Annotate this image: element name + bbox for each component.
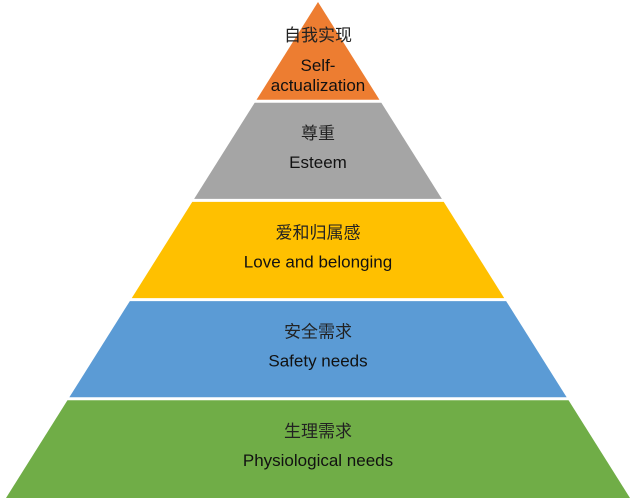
level-label-english: Safety needs — [268, 352, 367, 371]
level-label-english: Self- — [301, 56, 336, 75]
pyramid-layer-shape — [256, 2, 380, 100]
pyramid-level-physiological-needs: 生理需求 Physiological needs — [6, 400, 630, 498]
level-label-chinese: 生理需求 — [284, 422, 352, 442]
level-label-chinese: 安全需求 — [284, 323, 352, 343]
pyramid-level-love-and-belonging: 爱和归属感 Love and belonging — [131, 201, 505, 299]
pyramid-level-safety-needs: 安全需求 Safety needs — [69, 301, 567, 398]
level-label-chinese: 自我实现 — [284, 26, 352, 46]
level-label-english: Esteem — [289, 153, 347, 172]
pyramid-layer-shape — [131, 201, 505, 299]
pyramid-level-self-actualization: 自我实现 Self-actualization — [256, 2, 380, 100]
pyramid-layer-shape — [69, 301, 567, 398]
level-label-english: Physiological needs — [243, 451, 393, 470]
pyramid-layer-shape — [194, 102, 442, 199]
level-label-chinese: 尊重 — [301, 124, 335, 144]
level-label-chinese: 爱和归属感 — [276, 223, 361, 243]
level-label-english: actualization — [271, 76, 366, 95]
pyramid-level-esteem: 尊重 Esteem — [194, 102, 442, 199]
level-label-english: Love and belonging — [244, 252, 392, 271]
pyramid-layer-shape — [6, 400, 630, 498]
